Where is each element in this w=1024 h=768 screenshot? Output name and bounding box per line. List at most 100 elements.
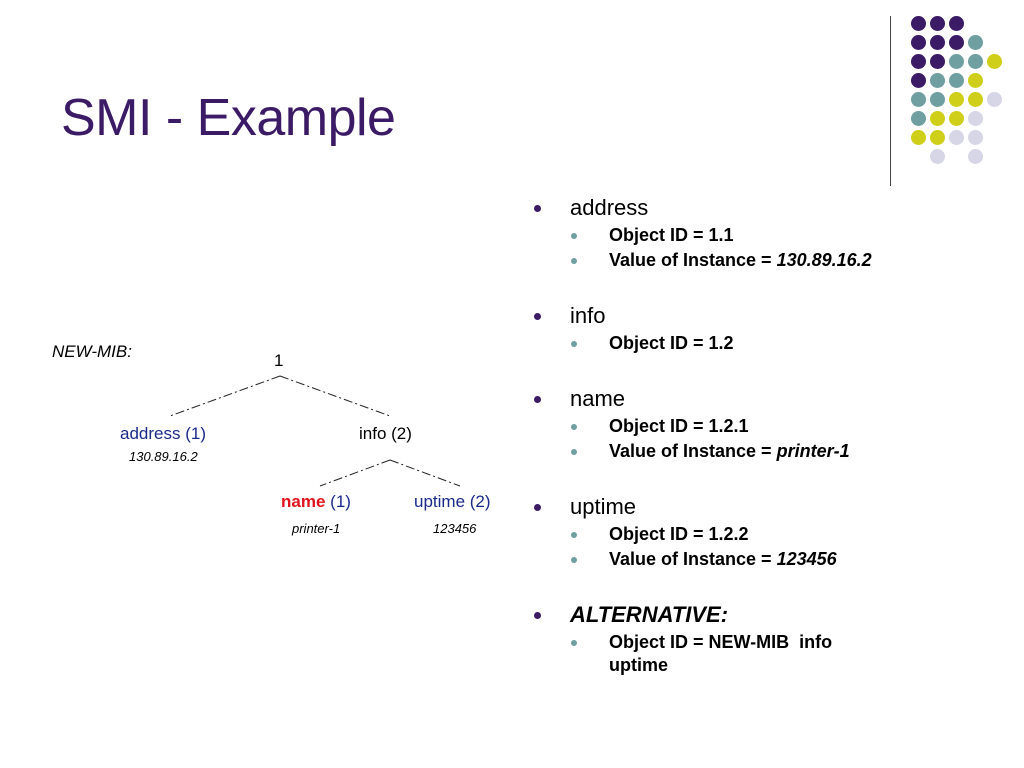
tree-value-address: 130.89.16.2 xyxy=(129,449,198,464)
decor-dot xyxy=(911,54,926,69)
decor-dot xyxy=(930,54,945,69)
sub-bullet-dot xyxy=(571,532,577,538)
tree-node-name-index: (1) xyxy=(330,492,351,511)
tree-root-node: 1 xyxy=(274,351,284,370)
decor-dot xyxy=(911,92,926,107)
sub-bullet: Object ID = 1.2.2 xyxy=(530,523,1000,546)
decor-dot xyxy=(930,73,945,88)
decor-dot xyxy=(930,16,945,31)
bullet-dot xyxy=(534,612,541,619)
mib-name-label: NEW-MIB: xyxy=(52,342,132,361)
decor-dot xyxy=(949,54,964,69)
sub-bullet: Object ID = 1.2 xyxy=(530,332,1000,355)
sub-bullet: Object ID = 1.2.1 xyxy=(530,415,1000,438)
sub-bullet-dot xyxy=(571,258,577,264)
decor-dot xyxy=(968,54,983,69)
tree-node-uptime: uptime (2) xyxy=(414,492,491,511)
sub-bullet-value: printer-1 xyxy=(776,441,850,461)
edge-root-address xyxy=(169,375,281,417)
tree-value-name: printer-1 xyxy=(292,521,341,536)
bullet-group-uptime: uptime Object ID = 1.2.2 Value of Instan… xyxy=(530,493,1000,571)
bullet-dot xyxy=(534,313,541,320)
bullet-group-info: info Object ID = 1.2 xyxy=(530,302,1000,355)
decorative-dot-grid xyxy=(0,0,1024,200)
decor-dot xyxy=(968,73,983,88)
sub-bullet: Value of Instance = printer-1 xyxy=(530,440,1000,463)
bullet-heading-text: ALTERNATIVE: xyxy=(570,602,729,627)
sub-bullet-dot xyxy=(571,233,577,239)
sub-bullet-text-continued: uptime xyxy=(609,655,669,675)
edge-info-name xyxy=(319,459,391,487)
decor-dot xyxy=(911,111,926,126)
sub-bullet-text: Object ID = NEW-MIB info xyxy=(609,632,833,652)
decor-dot xyxy=(911,73,926,88)
bullet-heading: uptime xyxy=(530,493,1000,521)
sub-bullet-text: Value of Instance = xyxy=(609,441,777,461)
decor-dot xyxy=(949,73,964,88)
sub-bullet-dot xyxy=(571,640,577,646)
decor-dot xyxy=(968,111,983,126)
sub-bullet-text: Object ID = 1.2.1 xyxy=(609,416,749,436)
decor-dot xyxy=(949,16,964,31)
sub-bullet: Object ID = 1.1 xyxy=(530,224,1000,247)
sub-bullet-value: 123456 xyxy=(776,549,837,569)
sub-bullet: Value of Instance = 130.89.16.2 xyxy=(530,249,1000,272)
bullet-group-name: name Object ID = 1.2.1 Value of Instance… xyxy=(530,385,1000,463)
decor-dot xyxy=(949,111,964,126)
decor-dot xyxy=(911,16,926,31)
slide-title: SMI - Example xyxy=(61,89,396,147)
bullet-dot xyxy=(534,504,541,511)
decor-dot xyxy=(949,92,964,107)
bullet-group-address: address Object ID = 1.1 Value of Instanc… xyxy=(530,194,1000,272)
sub-bullet-dot xyxy=(571,424,577,430)
edge-root-info xyxy=(279,375,391,417)
bullet-heading: ALTERNATIVE: xyxy=(530,601,1000,629)
bullet-list: address Object ID = 1.1 Value of Instanc… xyxy=(530,194,1000,679)
decor-dot xyxy=(968,130,983,145)
decor-dot xyxy=(987,92,1002,107)
bullet-dot xyxy=(534,205,541,212)
mib-tree-diagram: NEW-MIB: 1 address (1) 130.89.16.2 info … xyxy=(0,0,520,560)
sub-bullet-text: Value of Instance = xyxy=(609,250,777,270)
edge-info-uptime xyxy=(389,459,461,487)
bullet-heading: info xyxy=(530,302,1000,330)
bullet-heading-text: info xyxy=(570,303,606,328)
decor-dot xyxy=(968,35,983,50)
decor-dot xyxy=(930,92,945,107)
sub-bullet-text: Value of Instance = xyxy=(609,549,777,569)
sub-bullet-text: Object ID = 1.1 xyxy=(609,225,734,245)
sub-bullet: Object ID = NEW-MIB info uptime xyxy=(530,631,1000,677)
tree-node-name: name (1) xyxy=(281,492,351,512)
bullet-heading-text: uptime xyxy=(570,494,637,519)
sub-bullet-dot xyxy=(571,557,577,563)
sub-bullet-dot xyxy=(571,449,577,455)
sub-bullet-text: Object ID = 1.2.2 xyxy=(609,524,749,544)
decor-dot xyxy=(911,35,926,50)
bullet-dot xyxy=(534,396,541,403)
sub-bullet: Value of Instance = 123456 xyxy=(530,548,1000,571)
decor-dot xyxy=(930,35,945,50)
tree-node-name-word: name xyxy=(281,492,326,511)
decorative-divider-line xyxy=(890,16,891,186)
sub-bullet-text: Object ID = 1.2 xyxy=(609,333,734,353)
tree-node-info: info (2) xyxy=(359,424,412,443)
tree-connector-lines xyxy=(169,375,461,487)
bullet-heading: address xyxy=(530,194,1000,222)
tree-value-uptime: 123456 xyxy=(433,521,477,536)
decor-dot xyxy=(968,149,983,164)
sub-bullet-value: 130.89.16.2 xyxy=(776,250,872,270)
decor-dot xyxy=(968,92,983,107)
sub-bullet-dot xyxy=(571,341,577,347)
bullet-heading: name xyxy=(530,385,1000,413)
decor-dot xyxy=(911,130,926,145)
decor-dot xyxy=(987,54,1002,69)
decor-dot xyxy=(930,111,945,126)
bullet-group-alternative: ALTERNATIVE: Object ID = NEW-MIB info upt… xyxy=(530,601,1000,677)
decor-dot xyxy=(930,149,945,164)
bullet-heading-text: name xyxy=(570,386,626,411)
bullet-heading-text: address xyxy=(570,195,649,220)
decor-dot xyxy=(949,35,964,50)
decor-dot xyxy=(930,130,945,145)
decor-dot xyxy=(949,130,964,145)
tree-node-address: address (1) xyxy=(120,424,206,443)
